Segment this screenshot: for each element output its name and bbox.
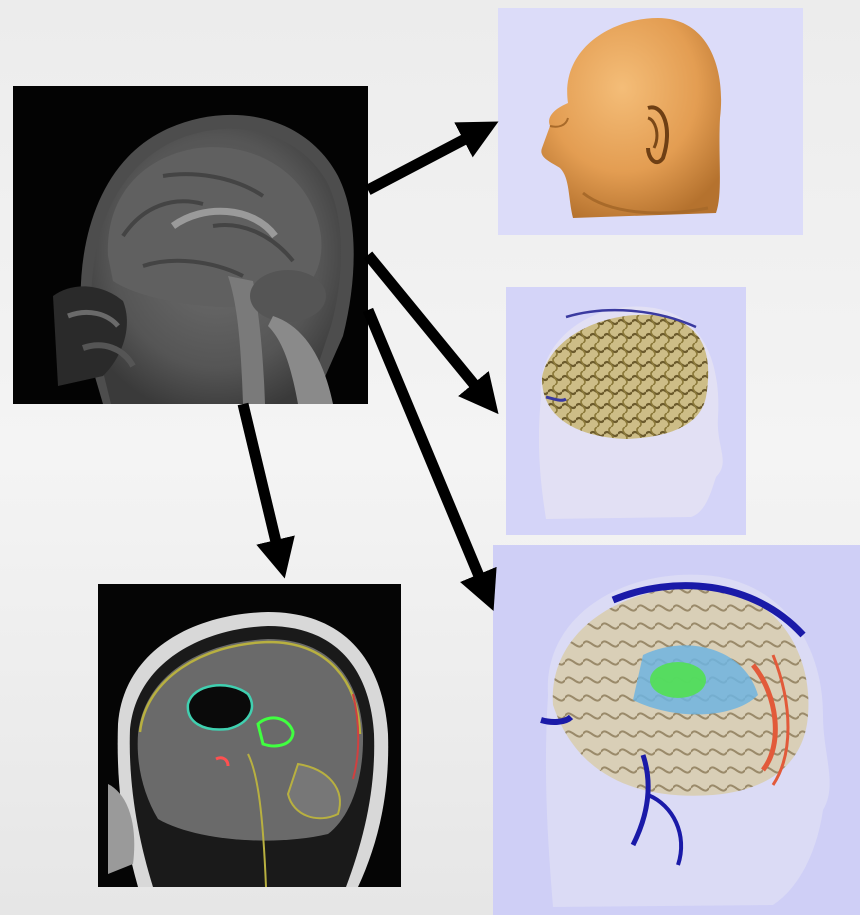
arrow-to-brain-in-head xyxy=(368,255,491,405)
brain-structures-render xyxy=(493,545,860,915)
head-surface-graphic xyxy=(498,8,803,235)
brain-in-head-graphic xyxy=(506,287,746,535)
brain-in-transparent-head-render xyxy=(506,287,746,535)
sagittal-mri-graphic xyxy=(13,86,368,404)
arrow-to-mri-segmented xyxy=(243,404,282,567)
mri-segmented-image xyxy=(98,584,401,887)
head-surface-render xyxy=(498,8,803,235)
mri-source-image xyxy=(13,86,368,404)
arrow-to-brain-structures xyxy=(368,310,489,600)
segmented-mri-graphic xyxy=(98,584,401,887)
arrow-to-head-surface xyxy=(368,127,488,190)
brain-structures-graphic xyxy=(493,545,860,915)
